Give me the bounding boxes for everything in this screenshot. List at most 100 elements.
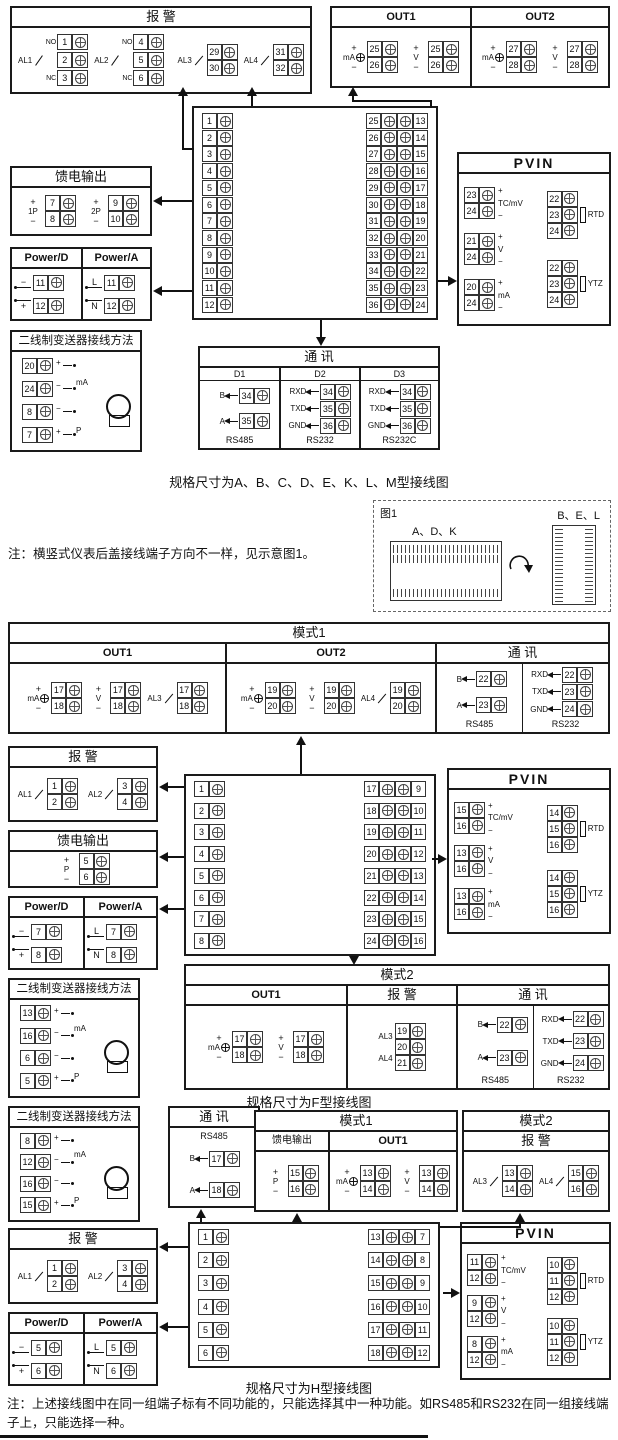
comm-row: A 18 bbox=[175, 1182, 256, 1199]
terminal-number: 2 bbox=[202, 129, 217, 146]
terminal-number: 21 bbox=[413, 246, 428, 263]
terminal-number: 29 bbox=[366, 179, 381, 196]
relay-label: AL2 bbox=[94, 55, 109, 65]
terminal-number: 22 bbox=[497, 1016, 512, 1033]
screw-icon bbox=[564, 1291, 576, 1302]
terminal: 17 bbox=[110, 682, 142, 698]
screw-icon bbox=[385, 1254, 397, 1266]
terminal-screw bbox=[148, 52, 165, 68]
pv-sensor-group: 10 11 12 YTZ bbox=[546, 1317, 604, 1366]
sensor-type-label: YTZ bbox=[587, 279, 603, 288]
screw-icon bbox=[121, 277, 133, 288]
wire-line bbox=[60, 1080, 70, 1082]
terminal: 18 bbox=[110, 698, 142, 714]
terminal-row: 12 bbox=[202, 296, 233, 313]
input-type-label: mA bbox=[501, 1347, 513, 1357]
terminal-screw bbox=[561, 1288, 578, 1305]
screw-icon bbox=[37, 1156, 49, 1168]
terminal-screw bbox=[382, 41, 398, 57]
arrow-left-icon bbox=[547, 706, 561, 713]
screw-icon bbox=[341, 700, 353, 712]
connector-line bbox=[438, 280, 448, 282]
wire-line bbox=[60, 1140, 70, 1142]
relay-label: AL1 bbox=[18, 55, 33, 65]
p-label: P bbox=[74, 1072, 80, 1081]
screw-icon bbox=[564, 294, 576, 305]
group-label: AL4 bbox=[539, 1176, 554, 1186]
terminal-screw bbox=[209, 932, 225, 949]
terminal-screw bbox=[399, 1298, 415, 1315]
screw-icon bbox=[481, 251, 493, 263]
power-a-rows: L 5 N 6 bbox=[83, 1334, 156, 1384]
terminal-screw bbox=[121, 946, 137, 963]
terminal: 22 bbox=[497, 1016, 528, 1033]
connector-arrow bbox=[159, 1322, 168, 1332]
screw-icon bbox=[290, 46, 302, 58]
terminal-screw bbox=[479, 187, 495, 203]
terminal: 1 bbox=[47, 778, 78, 794]
screw-icon bbox=[37, 1135, 49, 1147]
screw-icon bbox=[383, 249, 395, 261]
relay-groups: AL3 13 14 AL4 15 16 bbox=[464, 1152, 608, 1210]
terminal-strip bbox=[555, 528, 563, 602]
polarity-sign: + bbox=[54, 1197, 59, 1207]
wire-glyph: AL3 bbox=[178, 55, 205, 65]
terminal: 28 bbox=[506, 57, 537, 73]
resistor-icon bbox=[579, 1272, 586, 1289]
terminal-number: 10 bbox=[411, 802, 426, 819]
terminal: 4 bbox=[133, 34, 165, 50]
terminal-number: 23 bbox=[562, 683, 577, 700]
comm-row: B 17 bbox=[175, 1150, 256, 1167]
terminal-number: 12 bbox=[104, 297, 119, 314]
power-row: N 6 bbox=[87, 1362, 152, 1379]
screw-icon bbox=[381, 935, 393, 947]
terminal-screw bbox=[123, 211, 139, 227]
screw-icon bbox=[341, 684, 353, 696]
wire-line bbox=[12, 1351, 29, 1354]
terminal-screw bbox=[469, 904, 485, 921]
terminal-screw bbox=[224, 1150, 240, 1167]
terminal-screw bbox=[132, 778, 149, 794]
terminal: 4 bbox=[117, 1276, 149, 1292]
terminal-screw bbox=[409, 1023, 426, 1039]
screw-icon bbox=[211, 783, 223, 795]
comm-row: B 22 bbox=[442, 671, 520, 687]
terminal-number: 9 bbox=[108, 195, 123, 211]
transmitter-rows: 8 + 12 − 16 − 15 + bbox=[10, 1128, 138, 1220]
terminal-row: 2 bbox=[198, 1252, 229, 1269]
arrow-left-icon bbox=[194, 1187, 208, 1194]
terminal-number: 22 bbox=[476, 671, 491, 687]
terminal: 1 bbox=[57, 34, 89, 50]
relay-contact-icon bbox=[104, 789, 114, 799]
terminal-number: 10 bbox=[202, 263, 217, 280]
box-title: 馈电输出 bbox=[10, 832, 156, 852]
sign-minus: − bbox=[498, 303, 503, 312]
terminal-number: 31 bbox=[366, 213, 381, 230]
wire-line bbox=[12, 935, 29, 938]
group-label: V bbox=[552, 52, 558, 62]
terminal-number: 6 bbox=[20, 1050, 35, 1067]
terminal: 16 bbox=[568, 1181, 600, 1197]
terminal-number: 14 bbox=[419, 1181, 434, 1197]
terminal-number: 25 bbox=[366, 113, 381, 129]
terminal-number: 5 bbox=[202, 179, 217, 196]
terminal-number: 7 bbox=[194, 911, 209, 928]
screw-icon bbox=[399, 265, 411, 277]
terminal-row: 3 bbox=[194, 824, 225, 841]
sign-plus: + bbox=[351, 42, 357, 53]
terminal-screw bbox=[379, 932, 395, 949]
terminal-number: 17 bbox=[413, 179, 428, 196]
arrow-left-icon bbox=[384, 422, 399, 429]
current-source-icon bbox=[40, 693, 50, 703]
terminal-number: 14 bbox=[413, 129, 428, 146]
group-label: AL4 bbox=[360, 693, 376, 703]
out2-groups: + mA − 27 28 + V − 27 28 bbox=[470, 28, 608, 86]
screw-icon bbox=[219, 165, 231, 177]
connector-line bbox=[352, 100, 432, 102]
terminal-number: 5 bbox=[31, 1339, 46, 1356]
terminal-screw bbox=[209, 846, 225, 863]
terminal-screw bbox=[48, 297, 64, 314]
terminal: 16 bbox=[546, 901, 578, 918]
pv-sensors: 10 11 12 RTD 10 11 12 YTZ bbox=[546, 1250, 604, 1372]
